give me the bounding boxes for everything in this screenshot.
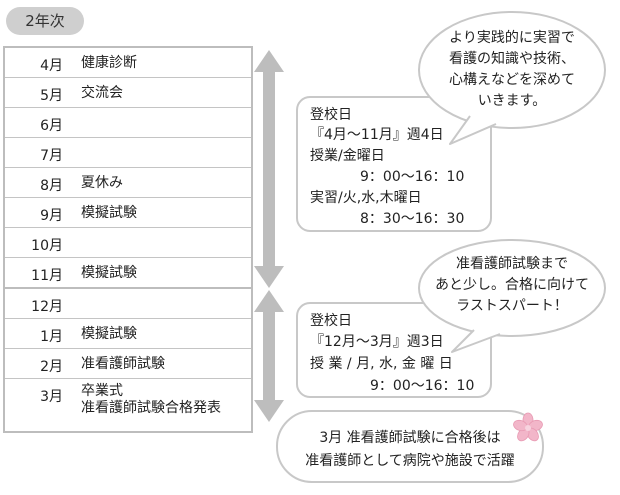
event-label: 准看護師試験	[81, 356, 165, 372]
month-label: 2月	[40, 359, 63, 375]
term1-practice-hours: 8：30～16：30	[360, 211, 465, 227]
schedule-row-aug: 8月 夏休み	[5, 168, 251, 198]
bubble2-line-3: ラストスパート！	[456, 298, 568, 314]
event-line-2: 准看護師試験合格発表	[81, 400, 221, 416]
schedule-row-feb: 2月 准看護師試験	[5, 349, 251, 379]
year-label: 2年次	[6, 7, 84, 35]
term2-arrow-icon	[254, 290, 284, 422]
schedule-row-jun: 6月	[5, 108, 251, 138]
month-label: 10月	[31, 238, 63, 254]
speech-bubble-2	[418, 239, 606, 353]
schedule-row-apr: 4月 健康診断	[5, 48, 251, 78]
schedule-row-sep: 9月 模擬試験	[5, 198, 251, 228]
event-label: 模擬試験	[81, 326, 137, 342]
speech-bubble-1-text: より実践的に実習で 看護の知識や技術、 心構えなどを深めて いきます。	[422, 28, 602, 112]
month-label: 4月	[40, 58, 63, 74]
sakura-icon	[513, 412, 543, 442]
speech-bubble-1	[418, 11, 606, 145]
event-line-1: 卒業式	[81, 383, 123, 399]
bubble1-line-2: 看護の知識や技術、	[449, 51, 575, 67]
term2-heading: 登校日	[310, 313, 352, 329]
month-label: 7月	[40, 148, 63, 164]
term1-arrow-icon	[254, 50, 284, 288]
event-label: 健康診断	[81, 55, 137, 71]
bubble1-line-4: いきます。	[477, 93, 547, 109]
month-label: 5月	[40, 88, 63, 104]
bubble1-line-1: より実践的に実習で	[449, 30, 575, 46]
event-label: 模擬試験	[81, 265, 137, 281]
term2-class-hours: 9：00～16：10	[370, 378, 475, 394]
term1-period: 『4月～11月』週4日	[310, 127, 444, 143]
schedule-row-jan: 1月 模擬試験	[5, 319, 251, 349]
term2-class-days: 授 業 / 月, 水, 金 曜 日	[310, 356, 453, 372]
graduation-note: 3月 准看護師試験に合格後は 准看護師として病院や施設で活躍	[276, 410, 544, 483]
term1-class-days: 授業/金曜日	[310, 148, 385, 164]
schedule-row-mar: 3月 卒業式 准看護師試験合格発表	[5, 379, 251, 431]
speech-bubble-2-text: 准看護師試験まで あと少し。合格に向けて ラストスパート！	[422, 254, 602, 317]
month-label: 8月	[40, 178, 63, 194]
term1-heading: 登校日	[310, 107, 352, 123]
schedule-row-jul: 7月	[5, 138, 251, 168]
event-label: 模擬試験	[81, 205, 137, 221]
month-label: 6月	[40, 118, 63, 134]
schedule-row-nov: 11月 模擬試験	[5, 258, 251, 289]
schedule-row-may: 5月 交流会	[5, 78, 251, 108]
event-label: 卒業式 准看護師試験合格発表	[81, 383, 221, 417]
bubble2-line-1: 准看護師試験まで	[456, 256, 568, 272]
month-label: 9月	[40, 208, 63, 224]
month-label: 3月	[40, 389, 63, 405]
event-label: 夏休み	[81, 175, 123, 191]
bubble1-line-3: 心構えなどを深めて	[449, 72, 575, 88]
schedule-row-oct: 10月	[5, 228, 251, 258]
graduation-note-line-2: 准看護師として病院や施設で活躍	[305, 453, 515, 469]
schedule-row-dec: 12月	[5, 289, 251, 319]
bubble2-line-2: あと少し。合格に向けて	[435, 277, 589, 293]
month-label: 1月	[40, 329, 63, 345]
term2-period: 『12月～3月』週3日	[310, 334, 444, 350]
term1-class-hours: 9：00～16：10	[360, 169, 465, 185]
graduation-note-line-1: 3月 准看護師試験に合格後は	[319, 430, 501, 446]
schedule-table: 4月 健康診断 5月 交流会 6月 7月 8月 夏休み 9月 模擬試験 10月 …	[3, 46, 253, 433]
term1-practice-days: 実習/火,水,木曜日	[310, 190, 422, 206]
event-label: 交流会	[81, 85, 123, 101]
month-label: 12月	[31, 299, 63, 315]
month-label: 11月	[31, 268, 63, 284]
